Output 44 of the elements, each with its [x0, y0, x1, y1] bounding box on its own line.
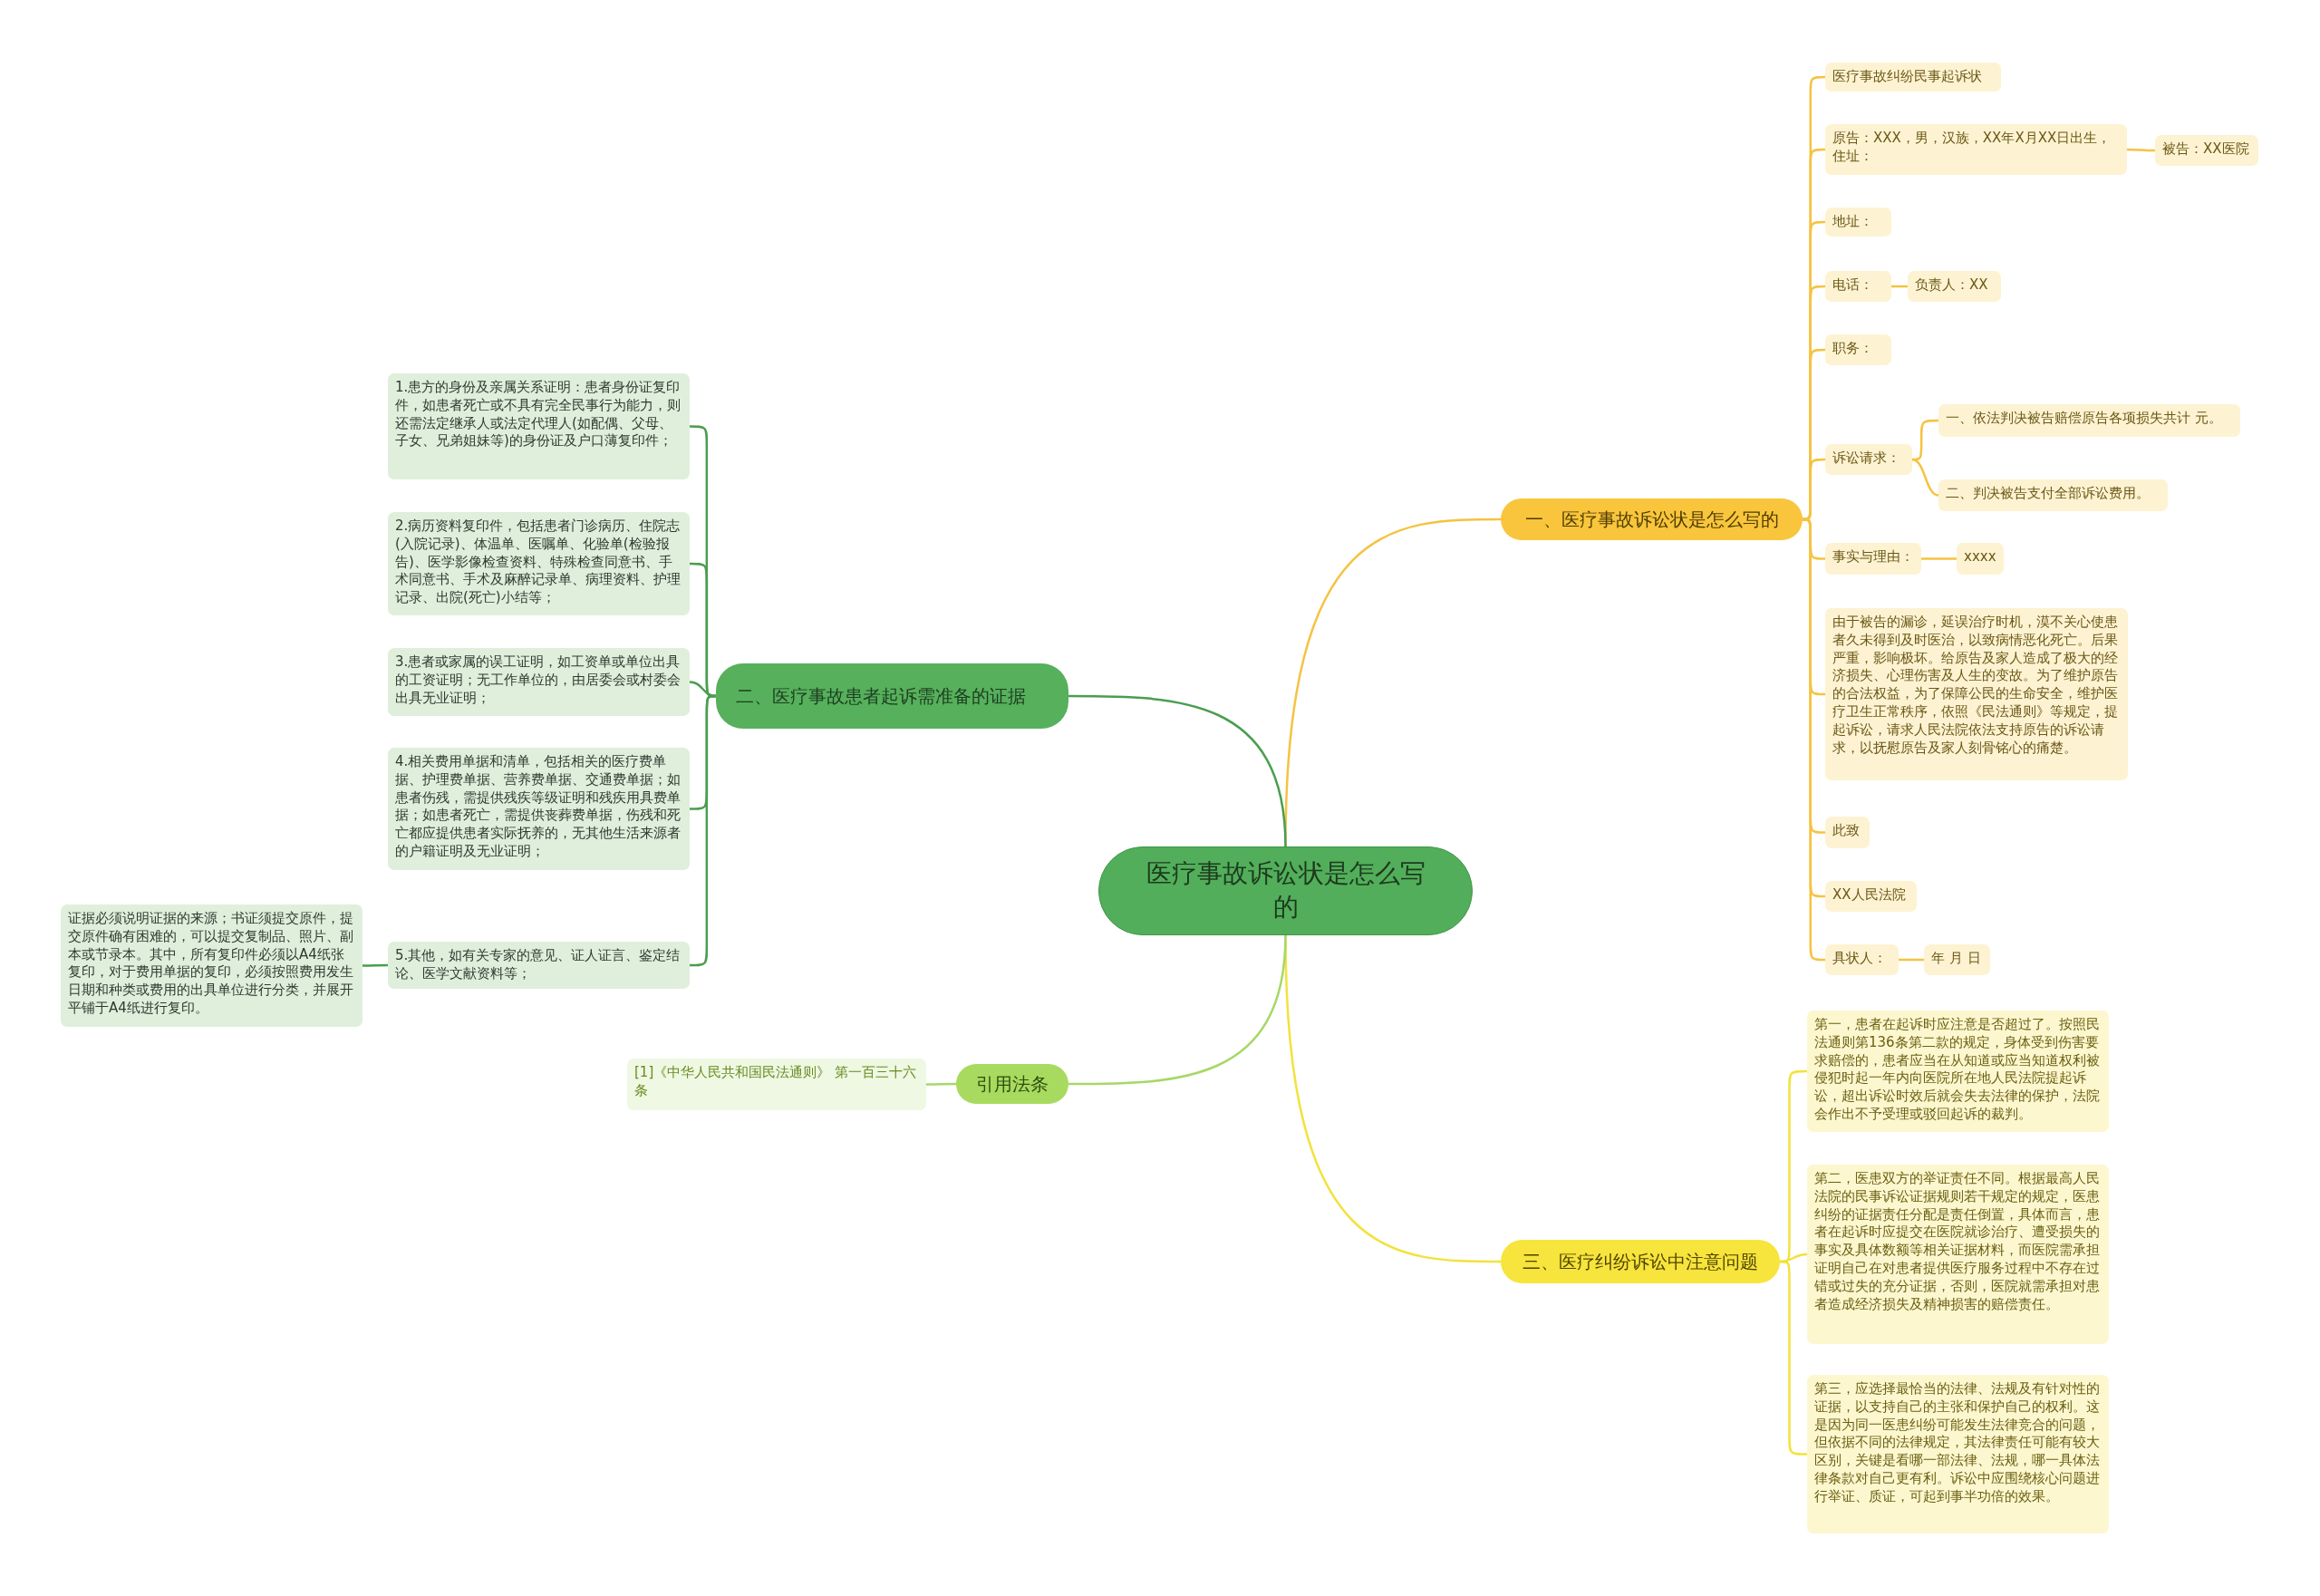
connector — [2127, 148, 2155, 152]
connector — [1068, 934, 1287, 1086]
topic-card: 第一，患者在起诉时应注意是否超过了。按照民法通则第136条第二款的规定，身体受到伤害要求赔偿的，患者应当在从知道或应当知道权利被侵犯时起一年内向医院所在地人民法院提起诉讼，超出诉讼时效后就会失去法律的保护，法院会作出不予受理或驳回起诉的裁判。 — [1807, 1011, 2109, 1132]
topic-card: 原告：XXX，男，汉族，XX年X月XX日出生，住址： — [1825, 124, 2127, 175]
reference-card: [1]《中华人民共和国民法通则》 第一百三十六条 — [627, 1059, 926, 1110]
connector — [1068, 694, 1287, 847]
topic-card: XX人民法院 — [1825, 881, 1917, 912]
topic-card: 1.患方的身份及亲属关系证明：患者身份证复印件，如患者死亡或不具有完全民事行为能力，则还需法定继承人或法定代理人(如配偶、父母、子女、兄弟姐妹等)的身份证及户口薄复印件； — [388, 373, 690, 479]
branch-topic: 引用法条 — [956, 1064, 1068, 1104]
topic-card: 二、判决被告支付全部诉讼费用。 — [1938, 479, 2168, 511]
topic-card: 具状人： — [1825, 944, 1899, 975]
topic-card: 电话： — [1825, 271, 1891, 302]
connector — [1911, 458, 1939, 497]
topic-card: 证据必须说明证据的来源；书证须提交原件，提交原件确有困难的，可以提交复制品、照片、副本或节录本。其中，所有复印件必须以A4纸张复印，对于费用单据的复印，必须按照费用发生日期和种类或费用的出具单位进行分类，并展开平铺于A4纸进行复印。 — [61, 904, 362, 1027]
topic-card: 由于被告的漏诊，延误治疗时机，漠不关心使患者久未得到及时医治，以致病情恶化死亡。后果严重，影响极坏。给原告及家人造成了极大的经济损失、心理伤害及人生的变故。为了维护原告的合法权益，为了保障公民的生命安全，维护医疗卫生正常秩序，依照《民法通则》等规定，提起诉讼，请求人民法院依法支持原告的诉讼请求，以抚慰原告及家人刻骨铭心的痛楚。 — [1825, 608, 2128, 780]
connector — [1899, 958, 1924, 962]
topic-card: 医疗事故纠纷民事起诉状 — [1825, 63, 2001, 92]
connector — [1912, 419, 1938, 461]
connector — [690, 694, 716, 967]
topic-card: 负责人：XX — [1908, 271, 2001, 302]
connector — [1921, 557, 1957, 560]
topic-card: 诉讼请求： — [1825, 444, 1912, 475]
topic-card: 事实与理由： — [1825, 543, 1921, 575]
topic-card: 4.相关费用单据和清单，包括相关的医疗费单据、护理费单据、营养费单据、交通费单据；如患者伤残，需提供残疾等级证明和残疾用具费单据；如患者死亡，需提供丧葬费单据，伤残和死亡都应提供患者实际抚养的，无其他生活来源者的户籍证明及无业证明； — [388, 748, 690, 870]
topic-card: 一、依法判决被告赔偿原告各项损失共计 元。 — [1938, 404, 2240, 437]
topic-card: 2.病历资料复印件，包括患者门诊病历、住院志(入院记录)、体温单、医嘱单、化验单(检验报告)、医学影像检查资料、特殊检查同意书、手术同意书、手术及麻醉记录单、病理资料、护理记录、出院(死亡)小结等； — [388, 512, 690, 615]
connector — [926, 1082, 956, 1086]
connector — [1780, 1260, 1807, 1456]
topic-card: 3.患者或家属的误工证明，如工资单或单位出具的工资证明；无工作单位的，由居委会或村委会出具无业证明； — [388, 648, 690, 716]
central-topic: 医疗事故诉讼状是怎么写的 — [1098, 846, 1473, 935]
topic-card: 被告：XX医院 — [2155, 135, 2258, 166]
topic-card: 年 月 日 — [1924, 944, 1990, 975]
topic-card: 地址： — [1825, 208, 1891, 237]
connector — [362, 963, 388, 967]
branch-topic: 一、医疗事故诉讼状是怎么写的 — [1501, 498, 1803, 540]
topic-card: 此致 — [1825, 817, 1870, 848]
topic-card: 5.其他，如有关专家的意见、证人证言、鉴定结论、医学文献资料等； — [388, 942, 690, 989]
branch-topic: 二、医疗事故患者起诉需准备的证据 — [716, 663, 1068, 729]
branch-topic: 三、医疗纠纷诉讼中注意问题 — [1501, 1240, 1780, 1283]
topic-card: 第二，医患双方的举证责任不同。根据最高人民法院的民事诉讼证据规则若干规定的规定，医患纠纷的证据责任分配是责任倒置，具体而言，患者在起诉时应提交在医院就诊治疗、遭受损失的事实及具体数额等相关证据材料，而医院需承担证明自己在对患者提供医疗服务过程中不存在过错或过失的充分证据，否则，医院就需承担对患者造成经济损失及精神损害的赔偿责任。 — [1807, 1165, 2109, 1344]
connector — [689, 681, 717, 698]
topic-card: xxxx — [1957, 543, 2004, 575]
topic-card: 第三，应选择最恰当的法律、法规及有针对性的证据，以支持自己的主张和保护自己的权利。这是因为同一医患纠纷可能发生法律竞合的问题，但依据不同的法律规定，其法律责任可能有较大区别，关键是看哪一部法律、法规，哪一具体法律条款对自己更有利。诉讼中应围绕核心问题进行举证、质证，可起到事半功倍的效果。 — [1807, 1375, 2109, 1533]
topic-card: 职务： — [1825, 334, 1891, 365]
